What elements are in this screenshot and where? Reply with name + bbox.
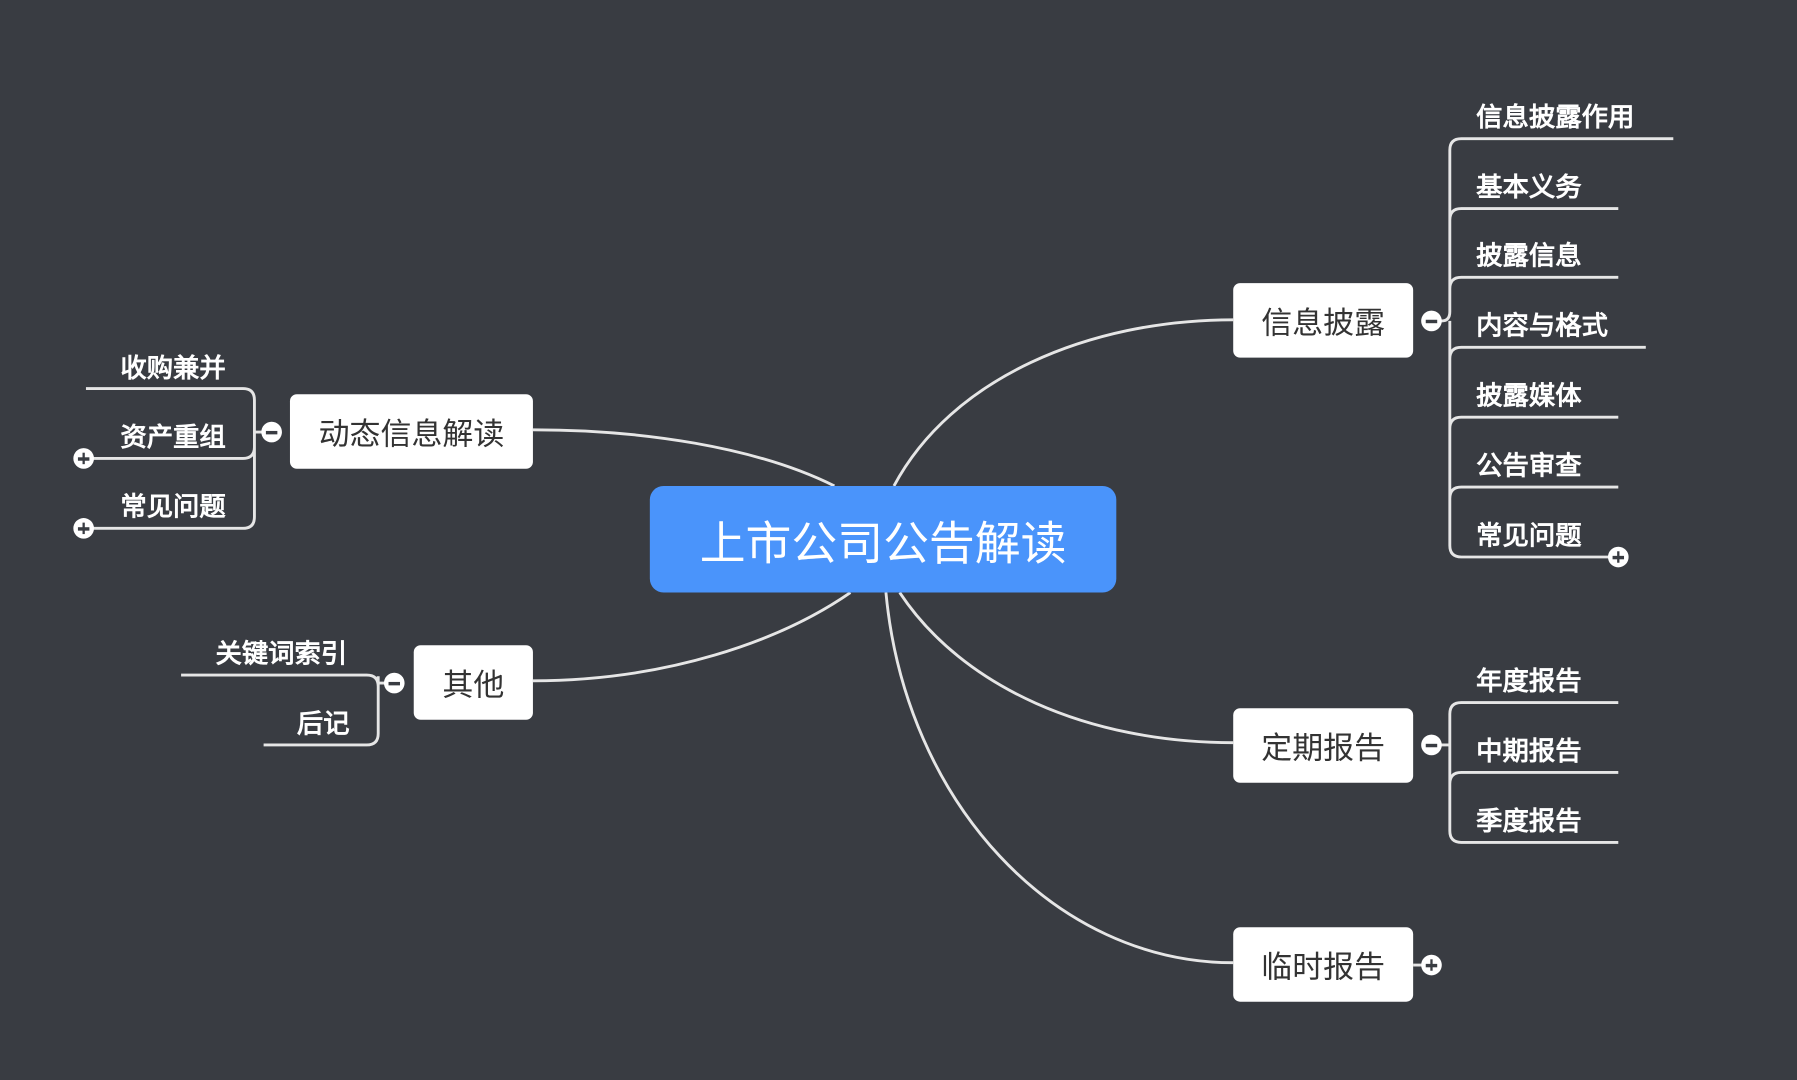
subtopic[interactable]: 收购兼并 <box>120 354 226 384</box>
collapse-dynamic-button[interactable] <box>261 421 282 443</box>
subtopic[interactable]: 常见问题 <box>120 492 226 523</box>
topic-other[interactable]: 其他 <box>413 645 533 720</box>
subtopic[interactable]: 基本义务 <box>1476 173 1582 203</box>
topic-disclosure[interactable]: 信息披露 <box>1233 283 1414 358</box>
connector-disclosure <box>892 318 1234 487</box>
collapse-periodic-button[interactable] <box>1421 734 1442 756</box>
bracket-other <box>181 673 395 747</box>
connector-other <box>532 591 852 683</box>
subtopic[interactable]: 披露信息 <box>1476 241 1582 272</box>
connector-interim <box>884 592 1234 965</box>
subtopic[interactable]: 关键词索引 <box>215 639 348 670</box>
collapse-other-button[interactable] <box>383 672 405 694</box>
subtopic[interactable]: 内容与格式 <box>1476 311 1608 342</box>
expand-dynamic-faq-button[interactable] <box>73 518 94 539</box>
collapse-disclosure-button[interactable] <box>1421 310 1442 332</box>
topic-periodic-report[interactable]: 定期报告 <box>1233 708 1414 783</box>
subtopic[interactable]: 公告审查 <box>1476 451 1582 482</box>
expand-interim-button[interactable] <box>1421 954 1442 976</box>
subtopic[interactable]: 资产重组 <box>120 422 226 453</box>
subtopic[interactable]: 中期报告 <box>1476 736 1582 767</box>
connector-dynamic <box>532 428 836 488</box>
subtopic[interactable]: 季度报告 <box>1476 806 1582 837</box>
connector-periodic <box>898 591 1234 745</box>
subtopic[interactable]: 常见问题 <box>1476 521 1582 552</box>
topic-dynamic-info[interactable]: 动态信息解读 <box>289 394 533 469</box>
subtopic[interactable]: 年度报告 <box>1476 667 1582 697</box>
expand-faq-button[interactable] <box>1607 546 1629 568</box>
central-topic[interactable]: 上市公司公告解读 <box>649 485 1117 593</box>
subtopic[interactable]: 披露媒体 <box>1476 381 1582 412</box>
subtopic[interactable]: 后记 <box>296 709 350 740</box>
subtopic[interactable]: 信息披露作用 <box>1476 103 1635 133</box>
bracket-disclosure <box>1431 137 1674 559</box>
expand-restructure-button[interactable] <box>73 448 94 469</box>
topic-interim-report[interactable]: 临时报告 <box>1233 927 1414 1002</box>
